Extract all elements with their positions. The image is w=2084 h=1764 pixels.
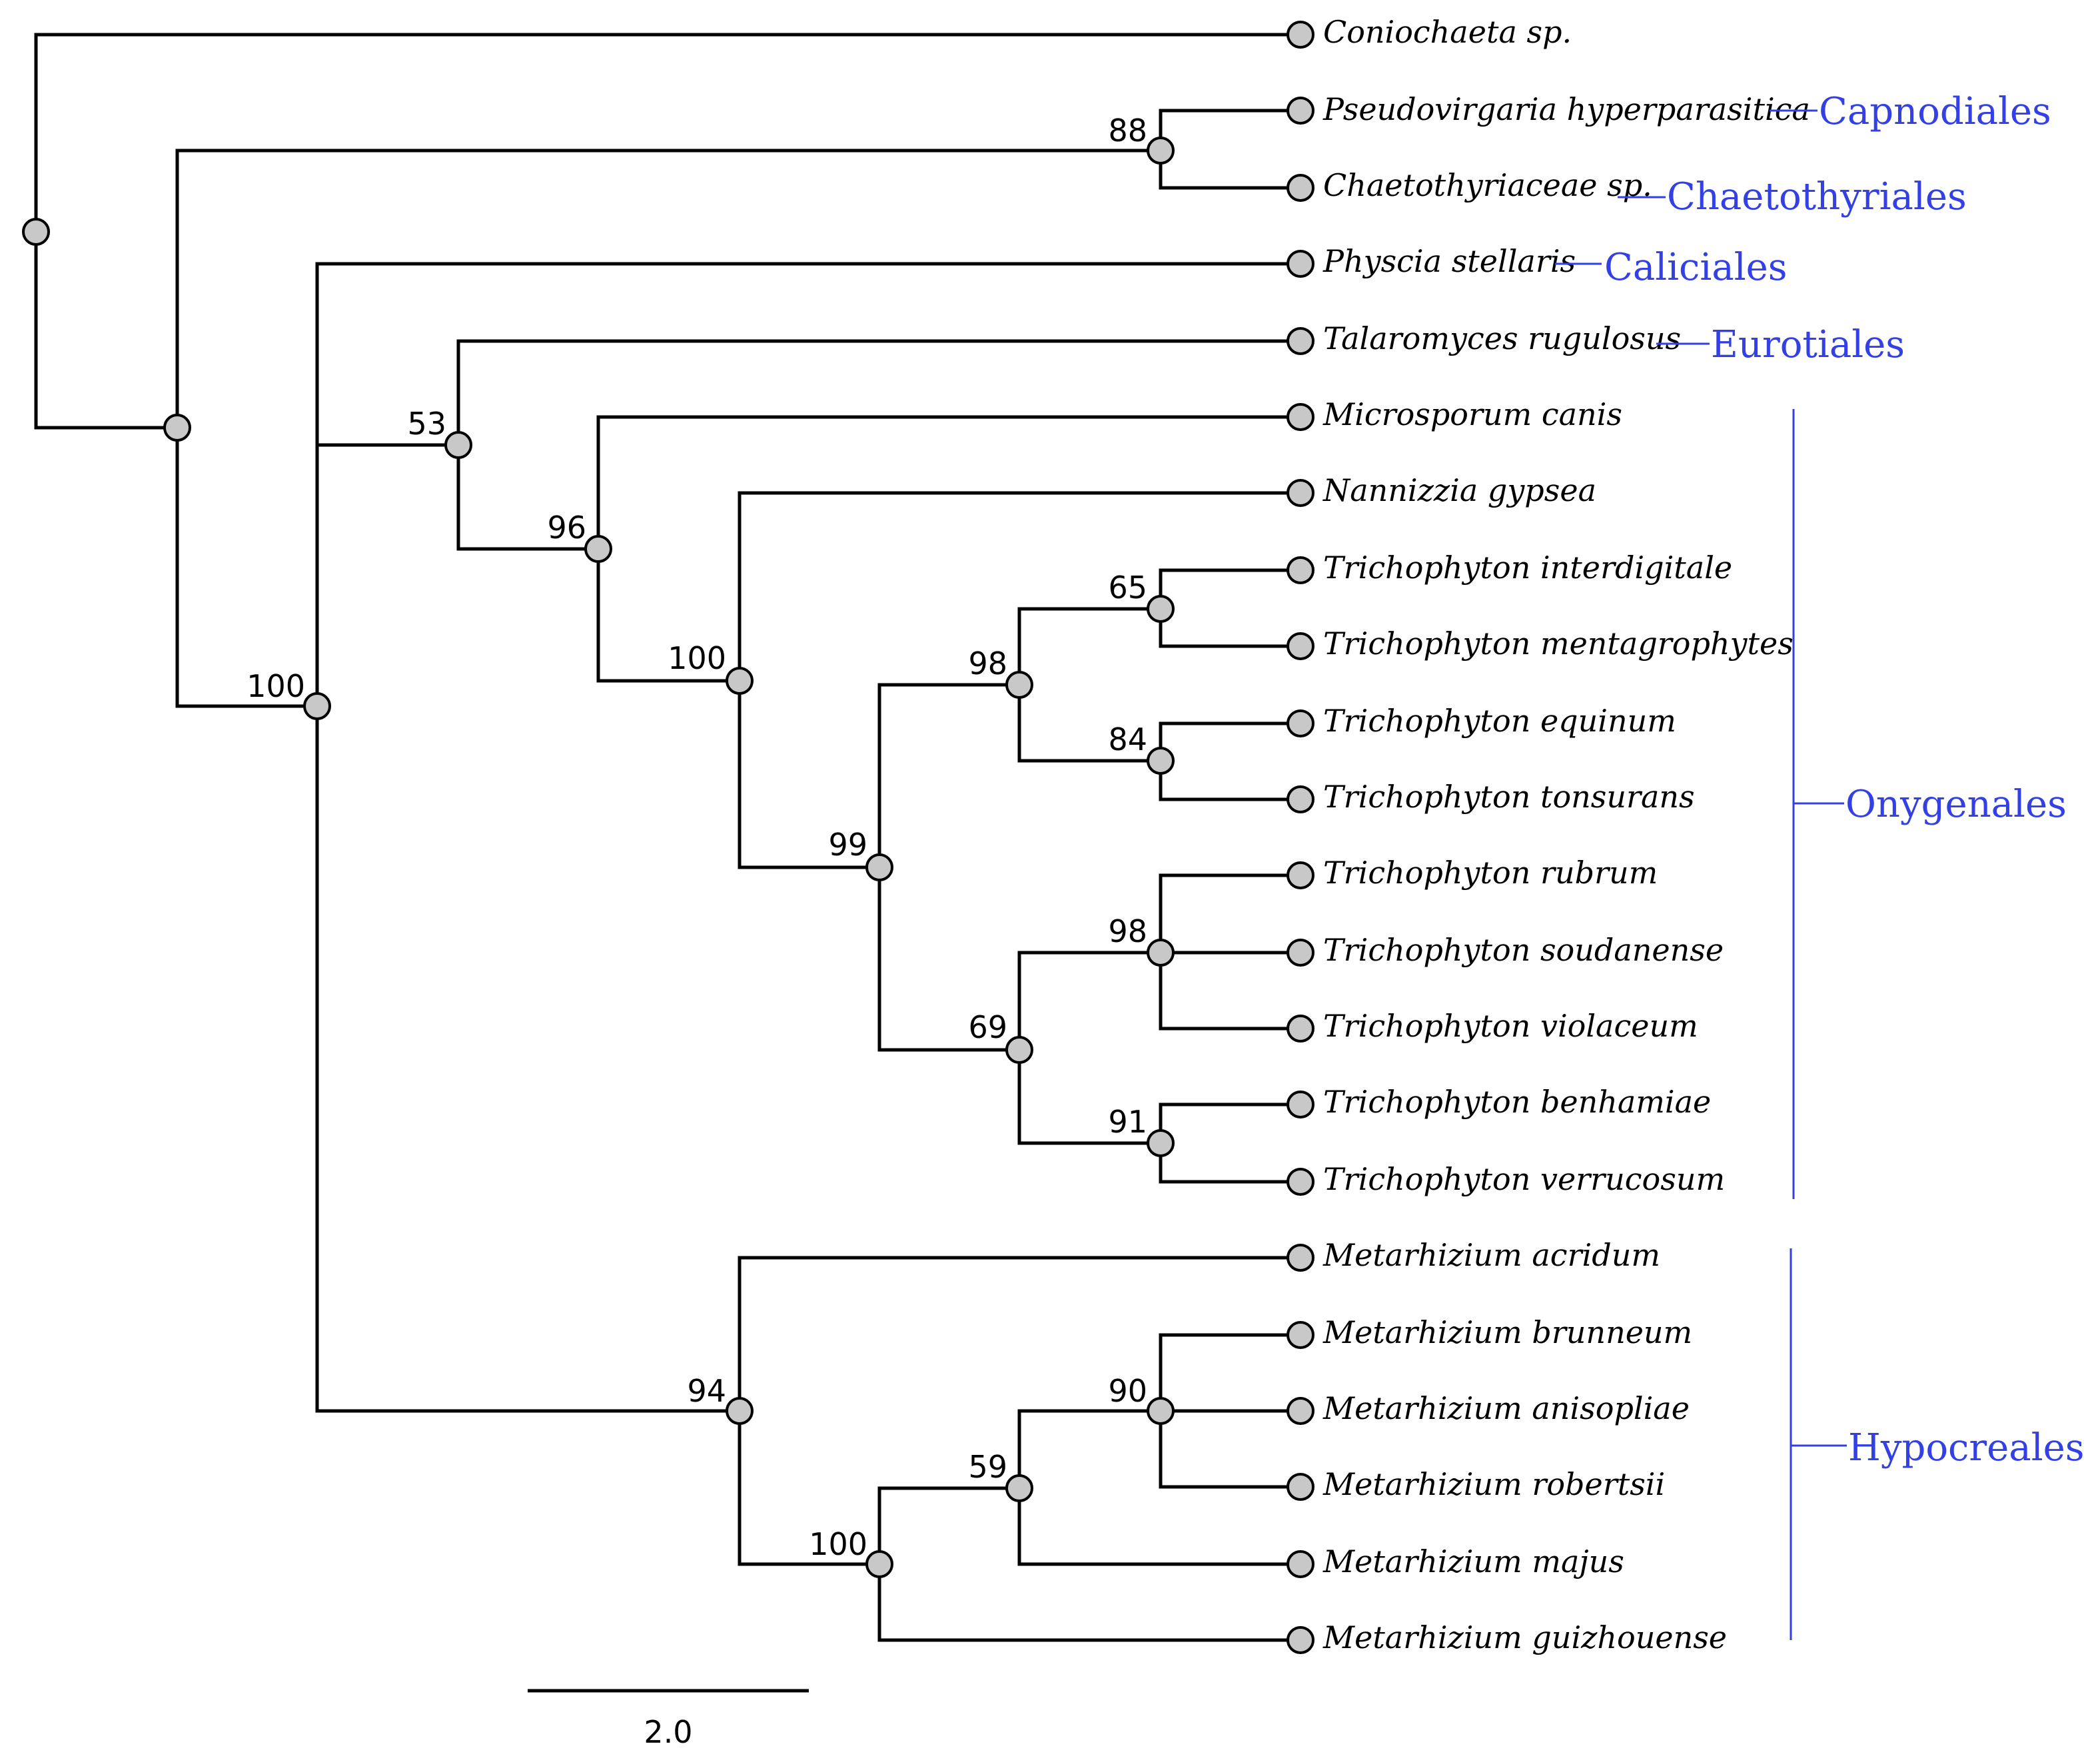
tip-node xyxy=(1287,1015,1314,1043)
support-value: 53 xyxy=(407,406,446,442)
tip-node xyxy=(1287,1168,1314,1196)
clade-annotations: Capnodiales Chaetothyriales Caliciales E… xyxy=(1555,90,2084,1640)
tip-label-m-brunneum: Metarhizium brunneum xyxy=(1322,1314,1692,1350)
support-value: 88 xyxy=(1108,113,1147,149)
internal-node xyxy=(726,1397,754,1425)
tip-node xyxy=(1287,97,1314,125)
internal-node xyxy=(1147,1397,1175,1425)
clade-label-caliciales: Caliciales xyxy=(1604,246,1788,289)
support-value: 91 xyxy=(1108,1104,1147,1140)
tip-label-t-tonsurans: Trichophyton tonsurans xyxy=(1323,779,1695,815)
tip-label-talaromyces: Talaromyces rugulosus xyxy=(1323,320,1681,356)
tip-node xyxy=(1287,1397,1314,1425)
internal-node xyxy=(444,431,472,459)
clade-label-eurotiales: Eurotiales xyxy=(1711,323,1905,366)
tip-label-m-anisopliae: Metarhizium anisopliae xyxy=(1322,1390,1690,1426)
support-values: 88 100 53 96 100 99 98 65 84 69 98 91 94… xyxy=(247,113,1147,1562)
tip-node xyxy=(1287,861,1314,889)
tip-label-t-mentagrophytes: Trichophyton mentagrophytes xyxy=(1323,626,1794,662)
support-value: 90 xyxy=(1108,1373,1147,1409)
internal-node xyxy=(1005,671,1033,699)
tip-label-m-acridum: Metarhizium acridum xyxy=(1322,1237,1660,1273)
tip-node xyxy=(1287,250,1314,278)
support-value: 99 xyxy=(828,827,867,863)
internal-node xyxy=(1147,1129,1175,1157)
clade-label-capnodiales: Capnodiales xyxy=(1819,90,2051,133)
internal-node xyxy=(1147,939,1175,967)
tip-label-m-guizhouense: Metarhizium guizhouense xyxy=(1322,1619,1727,1655)
tip-label-t-soudanense: Trichophyton soudanense xyxy=(1323,932,1724,968)
tip-label-t-equinum: Trichophyton equinum xyxy=(1323,703,1676,739)
internal-node xyxy=(1005,1474,1033,1502)
support-value: 100 xyxy=(809,1526,867,1562)
tip-label-t-benhamiae: Trichophyton benhamiae xyxy=(1323,1084,1711,1120)
internal-node xyxy=(726,667,754,695)
tip-node xyxy=(1287,174,1314,202)
tip-node xyxy=(1287,403,1314,431)
tip-label-t-rubrum: Trichophyton rubrum xyxy=(1323,855,1658,891)
scale-bar: 2.0 xyxy=(528,1689,809,1750)
support-value: 98 xyxy=(1108,913,1147,949)
tip-label-t-verrucosum: Trichophyton verrucosum xyxy=(1323,1161,1725,1197)
support-value: 65 xyxy=(1108,570,1147,606)
tip-labels: Coniochaeta sp. Pseudovirgaria hyperpara… xyxy=(1322,14,1810,1655)
tip-node xyxy=(1287,1091,1314,1118)
tip-label-coniochaeta: Coniochaeta sp. xyxy=(1323,14,1572,50)
tip-node xyxy=(1287,785,1314,813)
internal-node xyxy=(1147,137,1175,165)
tip-node xyxy=(1287,709,1314,737)
tip-label-pseudovirgaria: Pseudovirgaria hyperparasitica xyxy=(1322,91,1810,127)
internal-node xyxy=(22,218,50,246)
clade-label-hypocreales: Hypocreales xyxy=(1848,1426,2084,1470)
tip-node xyxy=(1287,1626,1314,1654)
support-value: 59 xyxy=(968,1449,1007,1485)
support-value: 100 xyxy=(247,668,305,704)
tip-label-microsporum: Microsporum canis xyxy=(1322,396,1622,432)
tip-label-t-violaceum: Trichophyton violaceum xyxy=(1323,1008,1698,1044)
tip-node xyxy=(1287,556,1314,584)
tip-node xyxy=(1287,1321,1314,1349)
internal-node xyxy=(303,692,331,720)
support-value: 94 xyxy=(687,1373,726,1409)
tip-node xyxy=(1287,632,1314,660)
internal-node xyxy=(1147,747,1175,775)
internal-node xyxy=(163,414,191,442)
tip-node xyxy=(1287,1473,1314,1501)
scale-bar-label: 2.0 xyxy=(644,1714,692,1750)
tip-node xyxy=(1287,1550,1314,1578)
tip-label-chaetothyriaceae: Chaetothyriaceae sp. xyxy=(1323,167,1652,203)
tip-label-m-robertsii: Metarhizium robertsii xyxy=(1322,1466,1665,1502)
internal-node xyxy=(1147,595,1175,623)
internal-node xyxy=(865,853,893,881)
support-value: 84 xyxy=(1108,721,1147,757)
tree-branches xyxy=(34,33,1302,1642)
tip-node xyxy=(1287,21,1314,49)
tree-nodes xyxy=(22,21,1314,1654)
tip-node xyxy=(1287,327,1314,355)
support-value: 98 xyxy=(968,646,1007,681)
tip-node xyxy=(1287,939,1314,967)
internal-node xyxy=(584,535,612,563)
support-value: 69 xyxy=(968,1009,1007,1045)
support-value: 96 xyxy=(547,510,586,546)
tip-label-t-interdigitale: Trichophyton interdigitale xyxy=(1323,550,1732,586)
tip-node xyxy=(1287,1244,1314,1272)
clade-label-onygenales: Onygenales xyxy=(1845,783,2067,826)
internal-node xyxy=(865,1550,893,1578)
clade-label-chaetothyriales: Chaetothyriales xyxy=(1667,175,1967,219)
tip-label-physcia: Physcia stellaris xyxy=(1322,243,1576,279)
internal-node xyxy=(1005,1036,1033,1064)
support-value: 100 xyxy=(668,640,726,676)
tip-label-nannizzia: Nannizzia gypsea xyxy=(1322,472,1596,508)
tip-label-m-majus: Metarhizium majus xyxy=(1322,1543,1624,1579)
tip-node xyxy=(1287,479,1314,507)
